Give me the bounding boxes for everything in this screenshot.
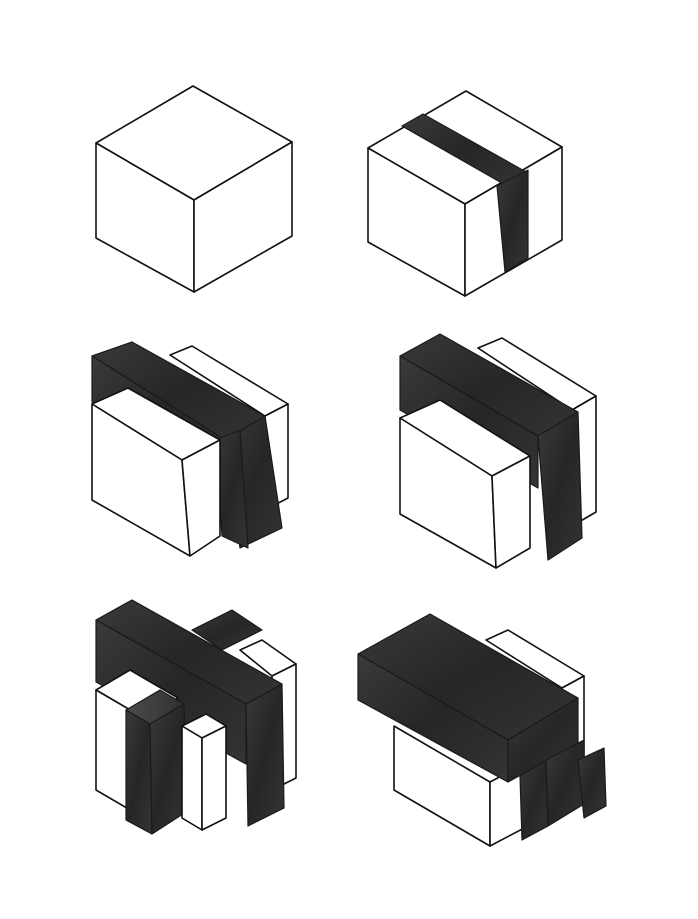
massing-diagram-svg (0, 0, 698, 919)
massing-diagram-sheet (0, 0, 698, 919)
ink-texture-overlay (0, 0, 698, 919)
